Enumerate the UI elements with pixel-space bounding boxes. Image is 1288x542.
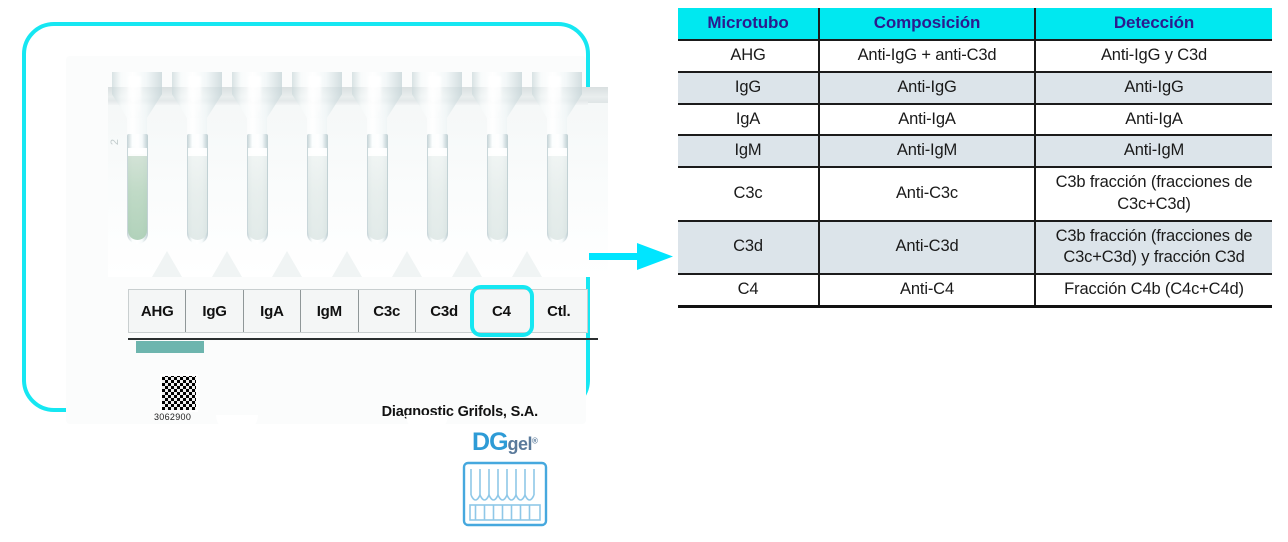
microtube-gel [128, 154, 147, 240]
cell-microtubo: IgA [678, 103, 820, 137]
manufacturer-label: Diagnostic Grifols, S.A. [381, 404, 539, 420]
microtube [470, 72, 524, 244]
cell-deteccion: Anti-IgG y C3d [1035, 40, 1272, 73]
microtube-highlight [308, 76, 321, 118]
microtube-gel [368, 154, 387, 240]
microtube-label-c4[interactable]: C4 [473, 290, 531, 332]
cell-composicion: Anti-IgM [819, 135, 1036, 169]
label-strip-baseline [128, 338, 598, 340]
table-head: Microtubo Composición Detección [678, 8, 1272, 41]
cell-microtubo: AHG [678, 40, 820, 73]
cell-deteccion: C3b fracción (fracciones de C3c+C3d) [1035, 167, 1272, 222]
flow-arrow [589, 240, 673, 274]
microtube [350, 72, 404, 244]
microtube [230, 72, 284, 244]
microtube-gel [548, 154, 567, 240]
table-header-row: Microtubo Composición Detección [678, 8, 1272, 41]
cell-composicion: Anti-IgG [819, 71, 1036, 105]
microtube-label-c3c[interactable]: C3c [359, 290, 416, 332]
microtube-meniscus [488, 148, 507, 156]
arrow-right-icon [589, 243, 673, 270]
registered-trademark-icon: ® [532, 436, 538, 446]
card-bottom-notch-left [216, 415, 258, 433]
dggel-wordmark: DGgel® [455, 430, 555, 455]
microtube-meniscus [428, 148, 447, 156]
microtube-label-ctl[interactable]: Ctl. [547, 302, 571, 320]
microtube-highlight [548, 76, 561, 118]
microtube-label-igm[interactable]: IgM [301, 290, 359, 332]
microtube [170, 72, 224, 244]
microtube-meniscus [308, 148, 327, 156]
dggel-dg-text: DG [472, 428, 508, 456]
microtube-label-igg[interactable]: IgG [186, 290, 244, 332]
microtube-gel [428, 154, 447, 240]
cell-composicion: Anti-C3c [819, 167, 1036, 222]
cell-microtubo: C3c [678, 167, 820, 222]
cell-microtubo: IgM [678, 135, 820, 169]
microtube-meniscus [128, 148, 147, 156]
cell-deteccion: C3b fracción (fracciones de C3c+C3d) y f… [1035, 220, 1272, 276]
col-header-composicion: Composición [819, 8, 1036, 41]
cell-microtubo: C4 [678, 274, 820, 308]
ahg-column-bar [136, 341, 204, 353]
microtube-highlight [488, 76, 501, 118]
microtube [290, 72, 344, 244]
barcode-number-label: 3062900 [154, 412, 192, 422]
cell-microtubo: C3d [678, 220, 820, 276]
microtube-meniscus [368, 148, 387, 156]
cell-deteccion: Fracción C4b (C4c+C4d) [1035, 274, 1272, 308]
cell-microtubo: IgG [678, 71, 820, 105]
cell-composicion: Anti-C3d [819, 220, 1036, 276]
cell-composicion: Anti-IgG + anti-C3d [819, 40, 1036, 73]
microtube-highlight [188, 76, 201, 118]
cell-deteccion: Anti-IgM [1035, 135, 1272, 169]
datamatrix-barcode-icon [160, 374, 198, 412]
microtube-highlight [428, 76, 441, 118]
col-header-microtubo: Microtubo [678, 8, 820, 41]
microtube-gel [308, 154, 327, 240]
microtube [530, 72, 584, 244]
microtube-highlight [128, 76, 141, 118]
cell-deteccion: Anti-IgG [1035, 71, 1272, 105]
dggel-gel-text: gel [507, 434, 533, 454]
microtube-gel [188, 154, 207, 240]
dggel-logo: DGgel® [455, 430, 555, 527]
microtube-gel [248, 154, 267, 240]
microtube-meniscus [548, 148, 567, 156]
cell-composicion: Anti-C4 [819, 274, 1036, 308]
microtube [110, 72, 164, 244]
microtube [410, 72, 464, 244]
cell-deteccion: Anti-IgA [1035, 103, 1272, 137]
gel-card-outline-icon [462, 461, 548, 527]
microtube-gel [488, 154, 507, 240]
microtube-meniscus [248, 148, 267, 156]
gel-card-glyph [455, 461, 555, 527]
microtube-label-ahg[interactable]: AHG [129, 290, 187, 332]
col-header-deteccion: Detección [1035, 8, 1272, 41]
microtube-highlight [248, 76, 261, 118]
card-bottom-notch-right [406, 415, 448, 433]
microtube-meniscus [188, 148, 207, 156]
microtube-label-c3d[interactable]: C3d [416, 290, 474, 332]
microtube-label-iga[interactable]: IgA [244, 290, 302, 332]
microtube-highlight [368, 76, 381, 118]
cell-composicion: Anti-IgA [819, 103, 1036, 137]
